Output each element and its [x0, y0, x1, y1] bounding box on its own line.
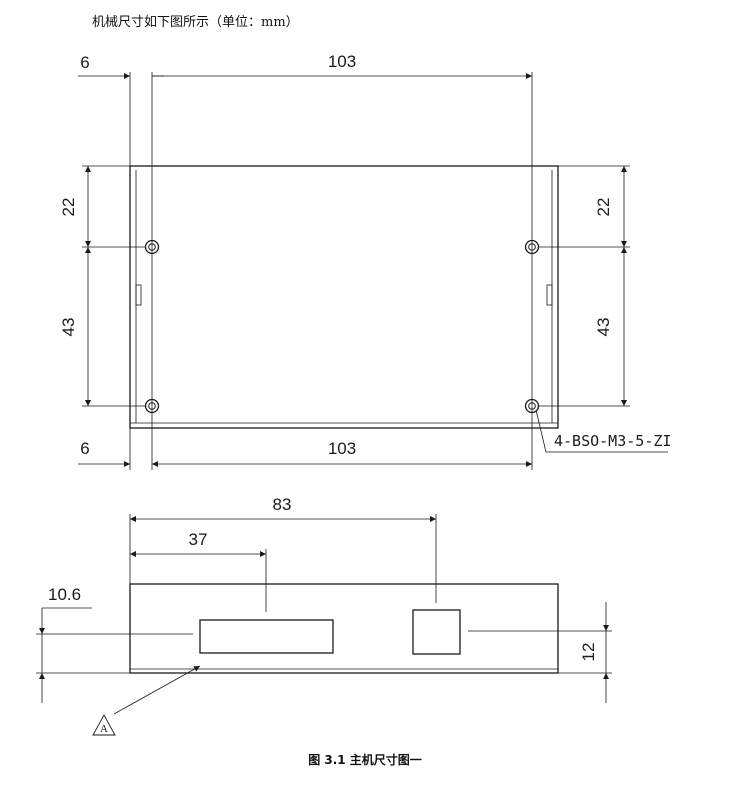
- dim-label-offset-bottom: 6: [80, 439, 89, 458]
- top-view-board-outline: [129, 165, 559, 429]
- intro-text: 机械尺寸如下图所示（单位：mm）: [92, 15, 299, 30]
- right-side-tab: [546, 284, 553, 306]
- marker-a-triangle: [92, 714, 116, 736]
- dim-label-window-37: 37: [189, 530, 208, 549]
- standoff-leader-line: [535, 409, 668, 453]
- dim-label-offset-top: 6: [80, 53, 89, 72]
- dim-label-right-top-margin: 22: [594, 198, 613, 217]
- dim-label-right-hole-pitch: 43: [594, 318, 613, 337]
- front-window-opening: [199, 619, 334, 654]
- dim-label-left-hole-pitch: 43: [59, 318, 78, 337]
- marker-a-leader: [113, 665, 201, 715]
- dim-label-width-bottom: 103: [328, 439, 356, 458]
- marker-a-letter: A: [100, 723, 108, 735]
- front-square-port: [412, 609, 461, 655]
- front-view: 83 37 10.6 12 A: [36, 495, 612, 736]
- dim-label-left-height: 10.6: [48, 585, 81, 604]
- dim-label-left-top-margin: 22: [59, 198, 78, 217]
- dim-label-width-top: 103: [328, 52, 356, 71]
- left-side-tab: [135, 284, 142, 306]
- top-view: 6 103 6 103 22 43 22 43 4-BSO-M3-5-ZI: [59, 52, 671, 470]
- front-view-outline: [129, 583, 559, 674]
- figure-caption: 图 3.1 主机尺寸图一: [308, 753, 422, 767]
- dim-label-right-height: 12: [579, 643, 598, 662]
- standoff-callout-label: 4-BSO-M3-5-ZI: [554, 432, 671, 450]
- dim-label-overall-83: 83: [273, 495, 292, 514]
